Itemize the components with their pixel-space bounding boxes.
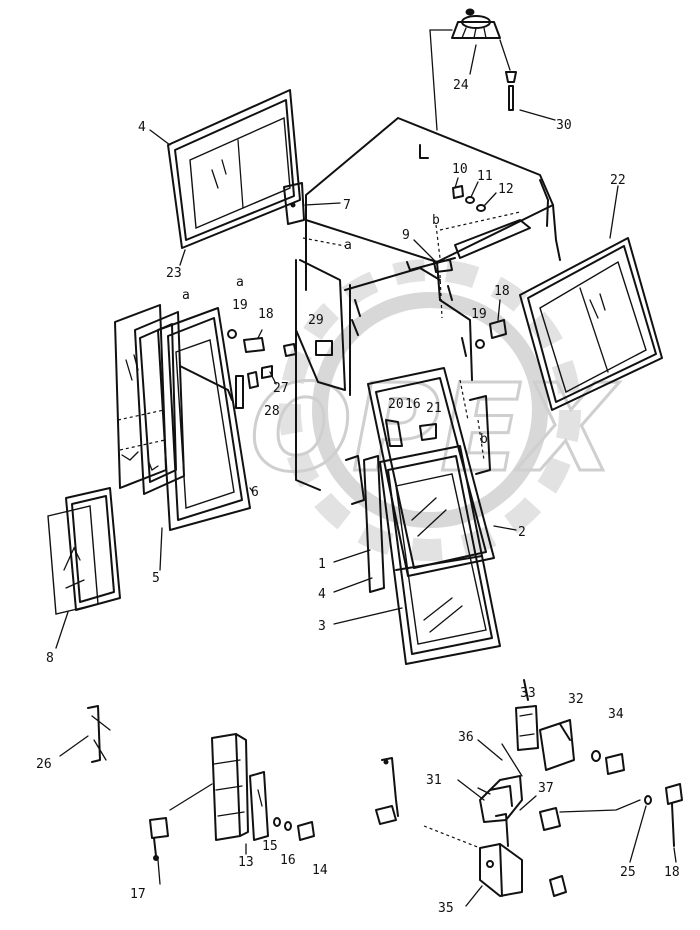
callout-2: 2	[518, 525, 526, 540]
callout-31: 31	[426, 773, 442, 788]
callout-10: 10	[452, 162, 468, 177]
callout-6: 6	[251, 485, 259, 500]
callout-27: 27	[273, 381, 289, 396]
watermark-text: OPEX	[250, 360, 620, 499]
part-bracket-7	[283, 182, 341, 225]
leader-lines	[157, 739, 677, 907]
callout-32: 32	[568, 692, 584, 707]
cab-body	[295, 117, 561, 491]
callout-14: 14	[312, 863, 328, 878]
callout-35: 35	[438, 901, 454, 916]
part-arm-lower-middle	[375, 757, 399, 825]
callout-4-upper: 4	[138, 120, 146, 135]
callout-11: 11	[477, 169, 493, 184]
part-26-wire	[59, 705, 111, 763]
callout-23: 23	[166, 266, 182, 281]
part-hinge-13	[149, 733, 315, 861]
part-upper-window-4	[149, 89, 301, 266]
callout-3: 3	[318, 619, 326, 634]
callout-21: 21	[426, 401, 442, 416]
callout-a-3: a	[182, 288, 190, 303]
callout-b-upper: b	[432, 213, 440, 228]
watermark-gear-icon	[312, 292, 548, 528]
callout-1: 1	[318, 557, 326, 572]
part-bracket-assembly	[423, 679, 683, 897]
callout-25: 25	[620, 865, 636, 880]
callout-36: 36	[458, 730, 474, 745]
watermark: OPEX	[249, 259, 621, 561]
callout-5: 5	[152, 571, 160, 586]
callout-7: 7	[343, 198, 351, 213]
callout-4-lower: 4	[318, 587, 326, 602]
part-roof-vent	[451, 8, 501, 75]
callout-16-lower: 16	[280, 853, 296, 868]
part-right-window-22	[519, 185, 663, 411]
watermark-gear-teeth	[279, 259, 581, 561]
callout-20: 20	[388, 397, 404, 412]
part-left-door-frame	[114, 304, 254, 571]
part-front-door	[333, 367, 517, 665]
part-fasteners-10-11-12	[452, 177, 497, 212]
callout-26-left: 26	[36, 757, 52, 772]
callout-30: 30	[556, 118, 572, 133]
callout-12: 12	[498, 182, 514, 197]
callout-b-lower: b	[480, 432, 488, 447]
callout-labels: 24 30 4 23 7 10 11 12 22 b 9 a a a 19 18…	[36, 78, 680, 916]
callout-19-left: 19	[232, 298, 248, 313]
callout-33: 33	[520, 686, 536, 701]
callout-17: 17	[130, 887, 146, 902]
callout-34: 34	[608, 707, 624, 722]
callout-37: 37	[538, 781, 554, 796]
part-small-glass-8	[47, 487, 121, 649]
callout-15: 15	[262, 839, 278, 854]
callout-18-lower: 18	[664, 865, 680, 880]
callout-a-1: a	[344, 238, 352, 253]
callout-24: 24	[453, 78, 469, 93]
callout-13: 13	[238, 855, 254, 870]
callout-8: 8	[46, 651, 54, 666]
callout-22: 22	[610, 173, 626, 188]
callout-19-right: 19	[471, 307, 487, 322]
part-handle-right	[475, 299, 507, 349]
callout-a-2: a	[236, 275, 244, 290]
callout-16-upper: 16	[405, 397, 421, 412]
callout-28: 28	[264, 404, 280, 419]
callout-29: 29	[308, 313, 324, 328]
part-latch-9	[413, 224, 453, 319]
part-bolt-30	[499, 39, 556, 121]
part-handle-left	[227, 329, 297, 389]
callout-18-left: 18	[258, 307, 274, 322]
callout-18-right: 18	[494, 284, 510, 299]
callout-9: 9	[402, 228, 410, 243]
